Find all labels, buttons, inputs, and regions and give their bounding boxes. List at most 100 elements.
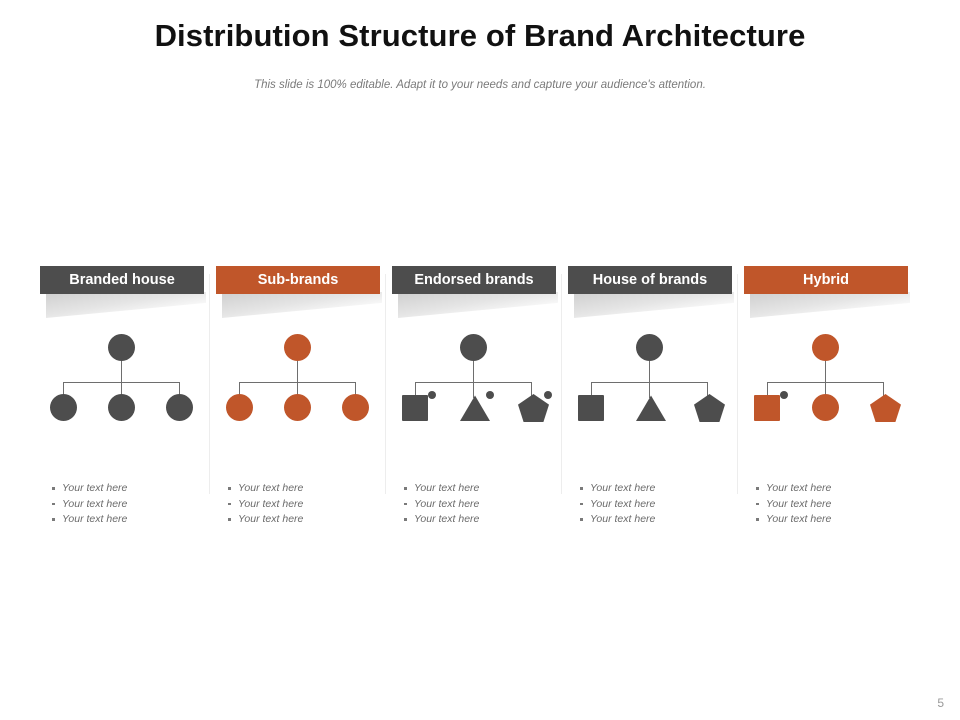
connector-line — [707, 382, 708, 398]
ribbon-shadow — [750, 292, 910, 318]
list-item-label: Your text here — [414, 497, 480, 510]
bullet-dot-icon — [580, 502, 583, 505]
hierarchy-diagram-hybrid — [744, 322, 908, 462]
list-item: Your text here — [392, 512, 556, 528]
list-item: Your text here — [568, 512, 732, 528]
column-header-ribbon-branded-house[interactable]: Branded house — [40, 266, 206, 318]
ribbon-shadow — [574, 292, 734, 318]
hierarchy-diagram-sub-brands — [216, 322, 380, 462]
list-item: Your text here — [40, 497, 204, 513]
bullet-dot-icon — [580, 487, 583, 490]
list-item-label: Your text here — [62, 513, 128, 525]
parent-node-circle-icon — [284, 334, 311, 361]
hierarchy-diagram-endorsed-brands — [392, 322, 556, 462]
child-node-circle-icon — [812, 394, 839, 421]
child-node-square-icon — [402, 395, 428, 421]
child-node-circle-icon — [284, 394, 311, 421]
list-item-label: Your text here — [62, 497, 128, 510]
connector-line — [121, 382, 122, 398]
bullet-dot-icon — [756, 487, 759, 490]
list-item: Your text here — [744, 512, 908, 528]
list-item-label: Your text here — [590, 513, 656, 525]
connector-line — [649, 382, 650, 398]
endorsement-badge-dot-icon — [780, 391, 788, 399]
list-item-label: Your text here — [766, 482, 832, 494]
list-item: Your text here — [392, 481, 556, 497]
column-divider — [209, 274, 210, 494]
list-item: Your text here — [40, 481, 204, 497]
connector-line — [63, 382, 64, 398]
column-divider — [561, 274, 562, 494]
child-node-circle-icon — [166, 394, 193, 421]
bullet-dot-icon — [404, 518, 407, 521]
bullet-dot-icon — [52, 502, 55, 505]
child-node-pentagon-icon — [694, 394, 725, 422]
list-item-label: Your text here — [590, 482, 656, 494]
column-header-ribbon-house-of-brands[interactable]: House of brands — [568, 266, 734, 318]
list-item: Your text here — [744, 481, 908, 497]
endorsement-badge-dot-icon — [428, 391, 436, 399]
child-node-pentagon-icon — [870, 394, 901, 422]
bullet-dot-icon — [756, 502, 759, 505]
page-title: Distribution Structure of Brand Architec… — [154, 18, 806, 53]
page-number: 5 — [937, 696, 944, 710]
parent-node-circle-icon — [108, 334, 135, 361]
child-node-circle-icon — [108, 394, 135, 421]
connector-line — [825, 382, 826, 398]
hierarchy-diagram-branded-house — [40, 322, 204, 462]
list-item-label: Your text here — [766, 497, 832, 510]
connector-line — [297, 382, 298, 398]
list-item-label: Your text here — [590, 497, 656, 510]
list-item: Your text here — [40, 512, 204, 528]
hierarchy-diagram-house-of-brands — [568, 322, 732, 462]
connector-line — [767, 382, 768, 398]
column-header-label: Sub-brands — [216, 266, 380, 294]
child-node-pentagon-icon — [518, 394, 549, 422]
connector-line — [121, 360, 122, 382]
connector-line — [883, 382, 884, 398]
child-node-circle-icon — [50, 394, 77, 421]
column-header-label: Branded house — [40, 266, 204, 294]
column-header-label: Endorsed brands — [392, 266, 556, 294]
child-node-circle-icon — [226, 394, 253, 421]
list-item-label: Your text here — [414, 482, 480, 494]
child-node-triangle-icon — [460, 395, 490, 421]
bullet-dot-icon — [228, 518, 231, 521]
column-header-ribbon-endorsed-brands[interactable]: Endorsed brands — [392, 266, 558, 318]
column-header-ribbon-hybrid[interactable]: Hybrid — [744, 266, 910, 318]
list-item: Your text here — [568, 481, 732, 497]
bullet-dot-icon — [404, 502, 407, 505]
list-item-label: Your text here — [238, 513, 304, 525]
connector-line — [415, 382, 416, 398]
child-node-square-icon — [754, 395, 780, 421]
endorsement-badge-dot-icon — [486, 391, 494, 399]
column-divider — [385, 274, 386, 494]
column-header-label: House of brands — [568, 266, 732, 294]
bullet-dot-icon — [228, 502, 231, 505]
column-header-ribbon-sub-brands[interactable]: Sub-brands — [216, 266, 382, 318]
list-item-label: Your text here — [414, 513, 480, 525]
connector-line — [473, 360, 474, 382]
connector-line — [239, 382, 240, 398]
connector-line — [473, 382, 474, 398]
ribbon-shadow — [398, 292, 558, 318]
child-node-triangle-icon — [636, 395, 666, 421]
list-item: Your text here — [568, 497, 732, 513]
bullet-dot-icon — [228, 487, 231, 490]
connector-line — [355, 382, 356, 398]
connector-line — [531, 382, 532, 398]
list-item: Your text here — [392, 497, 556, 513]
column-header-label: Hybrid — [744, 266, 908, 294]
list-item: Your text here — [216, 481, 380, 497]
connector-line — [649, 360, 650, 382]
list-item: Your text here — [216, 497, 380, 513]
